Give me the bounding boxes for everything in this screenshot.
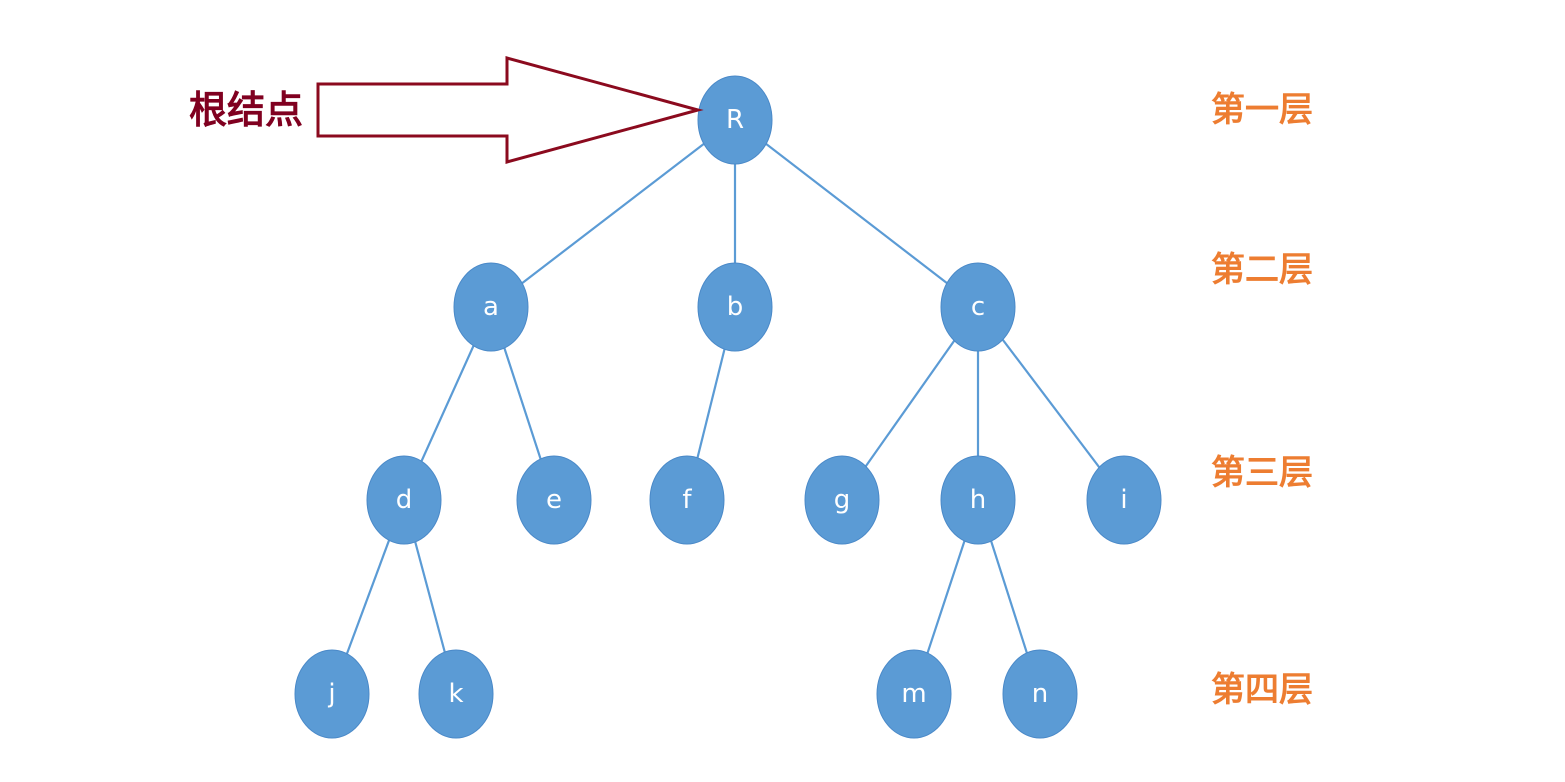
- tree-node-g: g: [804, 455, 880, 545]
- tree-node-n: n: [1002, 649, 1078, 739]
- tree-node-i: i: [1086, 455, 1162, 545]
- node-circle-h: [940, 455, 1016, 545]
- node-circle-i: [1086, 455, 1162, 545]
- node-label-n: n: [1032, 679, 1048, 709]
- level-label-2: 第二层: [1211, 250, 1313, 290]
- node-label-e: e: [546, 485, 562, 515]
- tree-node-e: e: [516, 455, 592, 545]
- node-label-f: f: [682, 485, 692, 515]
- node-circle-f: [649, 455, 725, 545]
- node-circle-g: [804, 455, 880, 545]
- node-label-a: a: [483, 292, 499, 322]
- node-circle-d: [366, 455, 442, 545]
- node-label-k: k: [448, 679, 463, 709]
- node-circle-a: [453, 262, 529, 352]
- root-pointer-arrow: [316, 56, 704, 164]
- node-label-b: b: [727, 292, 744, 322]
- node-circle-m: [876, 649, 952, 739]
- node-circle-n: [1002, 649, 1078, 739]
- tree-node-f: f: [649, 455, 725, 545]
- edge-R-a: [490, 119, 736, 308]
- node-label-j: j: [327, 679, 335, 709]
- tree-node-b: b: [697, 262, 773, 352]
- root-caption: 根结点: [189, 88, 303, 132]
- tree-node-d: d: [366, 455, 442, 545]
- edge-R-c: [734, 119, 979, 308]
- level-label-1: 第一层: [1211, 90, 1313, 130]
- nodes-layer: Ra b c d e f g h i j k m n: [294, 75, 1162, 739]
- level-label-3: 第三层: [1211, 453, 1313, 493]
- edges-layer: [330, 119, 1125, 695]
- tree-node-m: m: [876, 649, 952, 739]
- node-label-g: g: [834, 485, 851, 515]
- tree-node-k: k: [418, 649, 494, 739]
- node-circle-b: [697, 262, 773, 352]
- node-circle-k: [418, 649, 494, 739]
- node-label-c: c: [971, 292, 985, 322]
- tree-node-c: c: [940, 262, 1016, 352]
- tree-node-j: j: [294, 649, 370, 739]
- node-circle-R: [697, 75, 773, 165]
- node-circle-j: [294, 649, 370, 739]
- tree-node-a: a: [453, 262, 529, 352]
- node-circle-c: [940, 262, 1016, 352]
- node-label-d: d: [396, 485, 413, 515]
- node-label-h: h: [970, 485, 986, 515]
- node-label-m: m: [901, 679, 926, 709]
- node-label-R: R: [726, 105, 744, 135]
- node-label-i: i: [1120, 485, 1127, 515]
- node-circle-e: [516, 455, 592, 545]
- level-label-4: 第四层: [1211, 670, 1313, 710]
- tree-node-h: h: [940, 455, 1016, 545]
- tree-node-R: R: [697, 75, 773, 165]
